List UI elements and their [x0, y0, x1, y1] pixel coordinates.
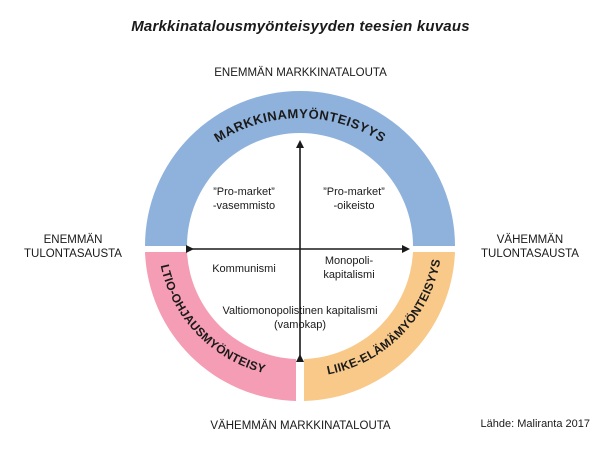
quadrant-top-left: ”Pro-market” -vasemmisto — [198, 185, 290, 213]
axis-label-left: ENEMMÄN TULONTASAUSTA — [18, 233, 128, 261]
quadrant-top-right: ”Pro-market” -oikeisto — [308, 185, 400, 213]
quadrant-bottom-right-line1: Monopoli- — [324, 255, 374, 267]
axis-label-right: VÄHEMMÄN TULONTASAUSTA — [470, 233, 590, 261]
quadrant-bottom-right: Monopoli- kapitalismi — [310, 254, 388, 282]
quadrant-bottom-right-line2: kapitalismi — [323, 269, 375, 281]
axis-label-top: ENEMMÄN MARKKINATALOUTA — [214, 67, 387, 79]
ring-segment-valtio-ohjausmyonteisyys — [145, 252, 296, 401]
quadrant-center-bottom-line2: (vamokap) — [274, 319, 326, 331]
axis-label-right-line2: TULONTASAUSTA — [481, 248, 579, 260]
ring-segment-markkinamyonteisyys — [145, 91, 455, 246]
quadrant-bottom-left: Kommunismi — [212, 263, 276, 275]
source-note: Lähde: Maliranta 2017 — [480, 418, 590, 430]
axis-label-left-line1: ENEMMÄN — [43, 234, 103, 246]
ring-segment-liike-elamamyonteisyys — [304, 252, 455, 401]
quadrant-top-left-line1: ”Pro-market” — [213, 186, 275, 198]
axis-label-right-line1: VÄHEMMÄN — [496, 234, 564, 246]
diagram-title: Markkinatalousmyönteisyyden teesien kuva… — [131, 18, 470, 35]
quadrant-center-bottom: Valtiomonopolistinen kapitalismi (vamoka… — [200, 304, 400, 332]
quadrant-top-left-line2: -vasemmisto — [212, 200, 276, 212]
quadrant-top-right-line2: -oikeisto — [333, 200, 375, 212]
axis-label-left-line2: TULONTASAUSTA — [24, 248, 122, 260]
quadrant-top-right-line1: ”Pro-market” — [323, 186, 385, 198]
axis-label-bottom: VÄHEMMÄN MARKKINATALOUTA — [210, 420, 391, 432]
quadrant-center-bottom-line1: Valtiomonopolistinen kapitalismi — [222, 305, 378, 317]
